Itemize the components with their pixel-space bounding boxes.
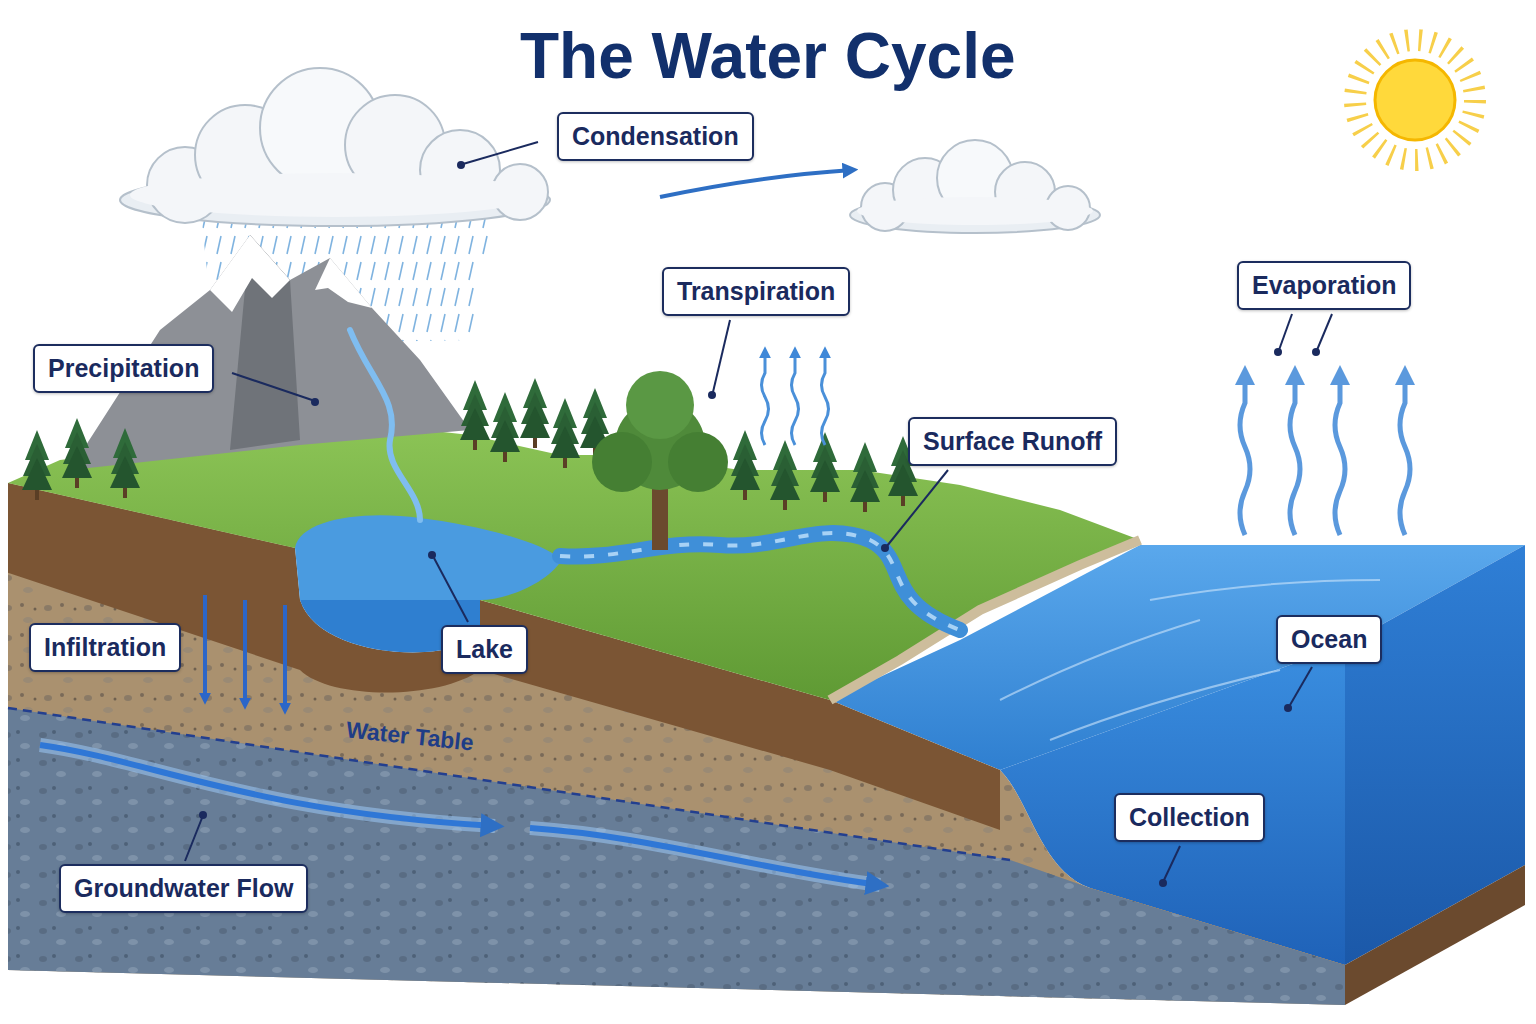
pine-tree	[490, 392, 520, 462]
leader-line	[1164, 846, 1180, 880]
grassland	[8, 425, 1140, 700]
infiltration-arrow	[203, 595, 207, 700]
leader-line	[887, 470, 948, 546]
transpiration-arrow	[762, 351, 769, 445]
sun	[1375, 60, 1455, 140]
groundwater-glow	[40, 745, 495, 826]
leader-dot	[311, 398, 319, 406]
leader-line	[463, 142, 538, 164]
leader-dot	[199, 811, 207, 819]
groundwater-arrow	[530, 828, 880, 885]
subsoil-layer	[0, 420, 1400, 1024]
cloud-fill	[130, 173, 540, 217]
mountain-stream	[350, 330, 420, 520]
groundwater-layer	[0, 708, 1345, 1010]
leader-dot	[428, 551, 436, 559]
evaporation-arrow	[1400, 373, 1410, 535]
leader-dot	[881, 544, 889, 552]
subsoil-pebbles	[0, 420, 1400, 1024]
callout-box: Lake	[441, 625, 528, 674]
groundwater-arrow	[40, 745, 495, 826]
callout-box: Transpiration	[662, 267, 850, 316]
snow-cap	[315, 258, 372, 308]
callout-box: Ocean	[1276, 615, 1382, 664]
callout-box: Collection	[1114, 793, 1265, 842]
leader-line	[185, 818, 202, 861]
sun-rays	[1355, 40, 1475, 160]
pine-tree	[770, 440, 800, 510]
leader-dot	[1159, 879, 1167, 887]
leader-line	[1290, 667, 1312, 705]
pine-tree	[520, 378, 550, 448]
leader-line	[434, 558, 468, 622]
pine-tree	[62, 418, 92, 488]
leader-dots	[199, 161, 1320, 887]
callout-text: Infiltration	[44, 632, 166, 663]
leader-dot	[457, 161, 465, 169]
seabed-side	[1345, 865, 1525, 1005]
tree-canopy	[592, 432, 652, 492]
river-ripples	[560, 533, 960, 630]
callout-box: Infiltration	[29, 623, 181, 672]
tree-canopy	[668, 432, 728, 492]
leader-dot	[1312, 348, 1320, 356]
callout-text: Collection	[1129, 802, 1250, 833]
water-table-line	[8, 708, 1010, 860]
pine-tree	[22, 430, 52, 500]
soil-cross-section	[0, 420, 1400, 1024]
pine-tree	[110, 428, 140, 498]
callout-box: Groundwater Flow	[59, 864, 308, 913]
transpiration-arrow	[822, 351, 829, 445]
evaporation-arrow	[1335, 373, 1345, 535]
cloud-drift-arrow	[660, 170, 852, 197]
pine-tree	[550, 398, 580, 468]
rain-cloud	[120, 68, 550, 226]
snow-cap	[210, 235, 290, 312]
callout-text: Groundwater Flow	[74, 873, 293, 904]
shoreline	[830, 540, 1140, 700]
callout-box: Evaporation	[1237, 261, 1411, 310]
river	[560, 533, 960, 630]
callout-text: Surface Runoff	[923, 426, 1102, 457]
small-cloud	[850, 140, 1100, 233]
groundwater-stones	[0, 708, 1345, 1010]
diagram-title: The Water Cycle	[520, 21, 1016, 91]
leader-dot	[708, 391, 716, 399]
callout-text: Evaporation	[1252, 270, 1396, 301]
callout-box: Surface Runoff	[908, 417, 1117, 466]
leader-line	[713, 320, 730, 392]
lake-surface	[295, 515, 562, 600]
transpiration-arrow	[792, 351, 799, 445]
evaporation-arrow	[1290, 373, 1300, 535]
callout-text: Transpiration	[677, 276, 835, 307]
groundwater-glow	[530, 828, 880, 885]
pine-tree	[730, 430, 760, 500]
leader-dot	[1274, 348, 1282, 356]
callout-text: Ocean	[1291, 624, 1367, 655]
callout-text: Precipitation	[48, 353, 199, 384]
pine-tree	[460, 380, 490, 450]
leader-dot	[1284, 704, 1292, 712]
infiltration-arrow	[283, 605, 287, 710]
callout-text: Lake	[456, 634, 513, 665]
callout-text: Condensation	[572, 121, 739, 152]
tree-canopy	[626, 371, 694, 439]
callout-box: Precipitation	[33, 344, 214, 393]
callout-box: Condensation	[557, 112, 754, 161]
leader-lines	[185, 142, 1332, 880]
leader-line	[1317, 314, 1332, 350]
cloud-fill	[857, 197, 1093, 225]
leader-line	[1279, 314, 1292, 350]
evaporation-arrow	[1240, 373, 1250, 535]
leader-line	[232, 373, 312, 400]
infiltration-arrow	[243, 600, 247, 705]
groundwater-tint	[0, 708, 1345, 1010]
pine-tree	[850, 442, 880, 512]
